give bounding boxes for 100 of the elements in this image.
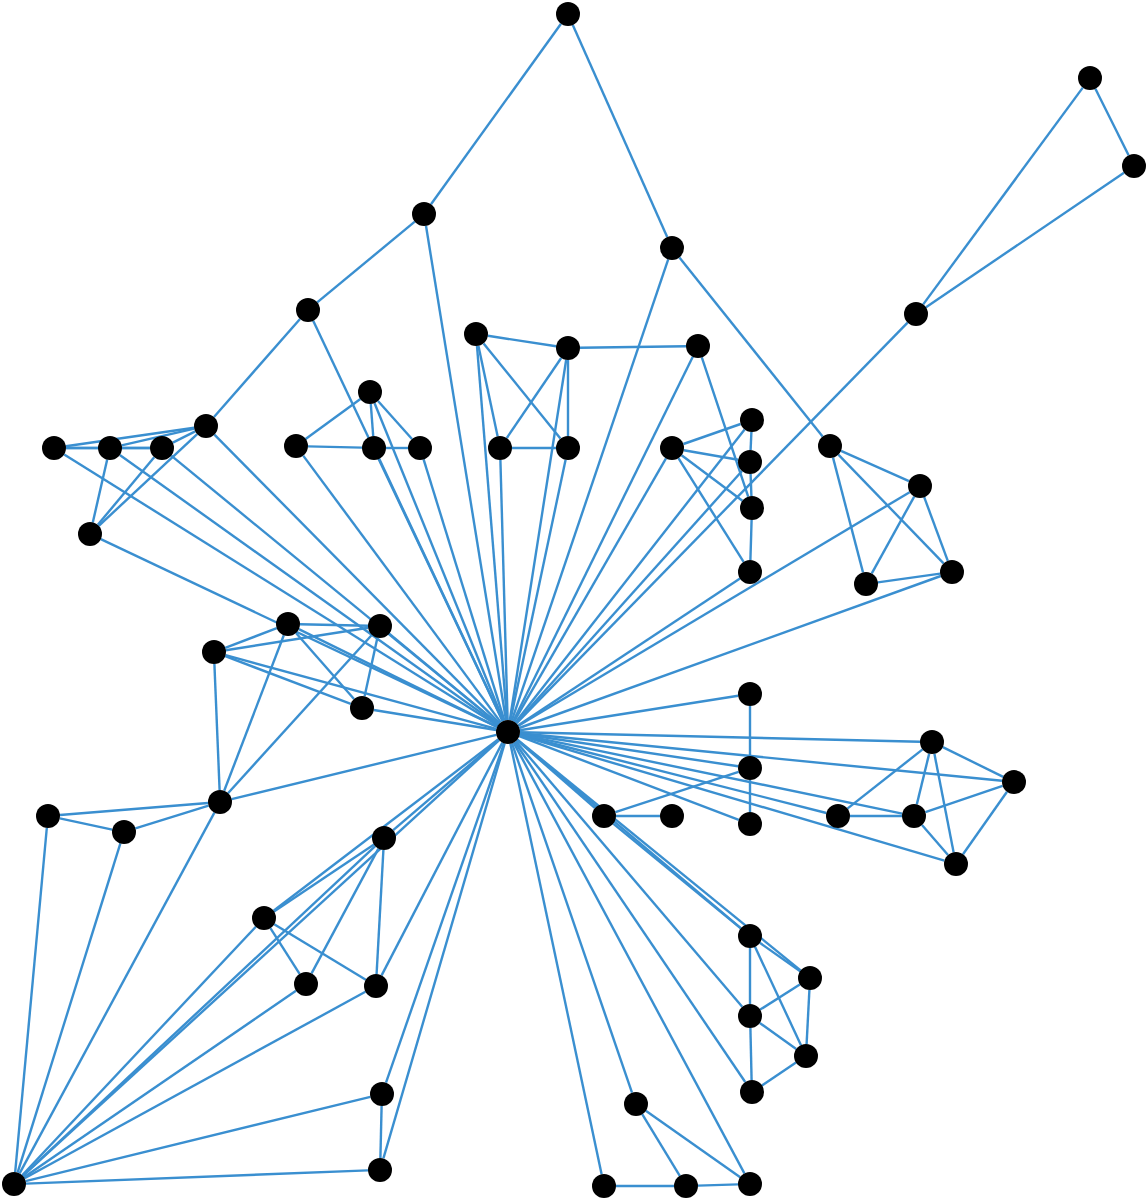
edge-line xyxy=(224,627,278,649)
graph-node xyxy=(738,1172,762,1196)
edge-line xyxy=(16,843,122,1173)
graph-node xyxy=(2,1172,26,1196)
edge-line xyxy=(96,456,156,526)
graph-node xyxy=(738,682,762,706)
edge-line xyxy=(922,86,1084,306)
graph-node xyxy=(1078,66,1102,90)
edge-line xyxy=(566,360,570,436)
edge-line xyxy=(518,735,740,821)
graph-node xyxy=(944,852,968,876)
edge-line xyxy=(915,753,931,805)
edge-line xyxy=(223,634,285,792)
edge-line xyxy=(962,791,1008,855)
edge-line xyxy=(516,739,596,809)
edge-line xyxy=(759,941,801,973)
graph-node xyxy=(738,560,762,584)
edge-line xyxy=(850,814,902,818)
edge-line xyxy=(231,733,497,801)
edge-line xyxy=(213,663,221,791)
edge-line xyxy=(519,734,945,862)
graph-node xyxy=(920,730,944,754)
graph-node xyxy=(854,572,878,596)
edge-line xyxy=(298,628,498,728)
graph-node xyxy=(902,804,926,828)
graph-node xyxy=(556,436,580,460)
edge-line xyxy=(25,1169,369,1185)
graph-node xyxy=(362,436,386,460)
graph-node xyxy=(556,336,580,360)
edge-line xyxy=(121,427,195,447)
edge-line xyxy=(571,24,669,238)
edge-line xyxy=(519,694,739,732)
edge-line xyxy=(380,742,504,976)
edge-line xyxy=(831,457,865,573)
edge-line xyxy=(430,23,562,205)
edge-line xyxy=(25,1095,371,1183)
edge-line xyxy=(373,402,505,722)
graph-node xyxy=(202,640,226,664)
graph-node xyxy=(412,202,436,226)
edge-line xyxy=(482,342,562,440)
edge-line xyxy=(377,400,413,440)
graph-node xyxy=(252,906,276,930)
graph-node xyxy=(370,1082,394,1106)
edge-line xyxy=(299,623,369,627)
edge-line xyxy=(759,983,801,1011)
edge-line xyxy=(273,923,367,981)
graph-node xyxy=(798,966,822,990)
graph-node xyxy=(194,414,218,438)
edge-line xyxy=(753,946,803,1046)
graph-node xyxy=(592,1174,616,1198)
edge-line xyxy=(840,449,910,483)
edge-line xyxy=(616,1184,674,1188)
graph-node xyxy=(98,436,122,460)
edge-line xyxy=(748,948,752,1004)
edge-line xyxy=(269,927,301,975)
graph-node xyxy=(350,696,374,720)
edge-line xyxy=(316,220,416,304)
edge-line xyxy=(272,738,500,912)
edge-line xyxy=(23,989,297,1179)
edge-line xyxy=(386,446,408,450)
graph-node xyxy=(674,1174,698,1198)
edge-line xyxy=(224,655,352,705)
graph-node xyxy=(738,924,762,948)
edge-line xyxy=(516,738,802,972)
edge-line xyxy=(1094,88,1130,156)
graph-node xyxy=(686,334,710,358)
graph-node xyxy=(940,560,964,584)
graph-node xyxy=(1122,154,1146,178)
edge-line xyxy=(612,822,742,930)
edge-line xyxy=(645,1109,741,1179)
graph-node xyxy=(740,1080,764,1104)
edge-line xyxy=(678,256,824,438)
edge-line xyxy=(295,632,355,700)
edge-line xyxy=(509,743,603,1175)
edge-line xyxy=(759,1022,797,1050)
edge-line xyxy=(517,577,741,727)
edge-line xyxy=(512,356,694,722)
edge-line xyxy=(422,459,506,721)
graph-node xyxy=(738,1004,762,1028)
edge-line xyxy=(487,334,557,348)
graph-node xyxy=(740,496,764,520)
graph-node xyxy=(624,1092,648,1116)
edge-line xyxy=(424,225,508,721)
graph-node xyxy=(208,790,232,814)
edge-line xyxy=(512,457,668,723)
edge-line xyxy=(122,446,150,450)
edge-line xyxy=(499,459,509,721)
graph-node xyxy=(556,2,580,26)
edge-line xyxy=(375,849,385,975)
edge-line xyxy=(519,731,921,743)
edge-line xyxy=(515,321,909,725)
graph-node xyxy=(908,474,932,498)
graph-node xyxy=(372,826,396,850)
edge-line xyxy=(680,454,744,502)
graph-node xyxy=(904,302,928,326)
edge-line xyxy=(273,843,375,913)
edge-line xyxy=(225,654,497,730)
edge-line xyxy=(384,743,506,1083)
edge-line xyxy=(925,171,1125,309)
edge-line xyxy=(761,1061,797,1087)
